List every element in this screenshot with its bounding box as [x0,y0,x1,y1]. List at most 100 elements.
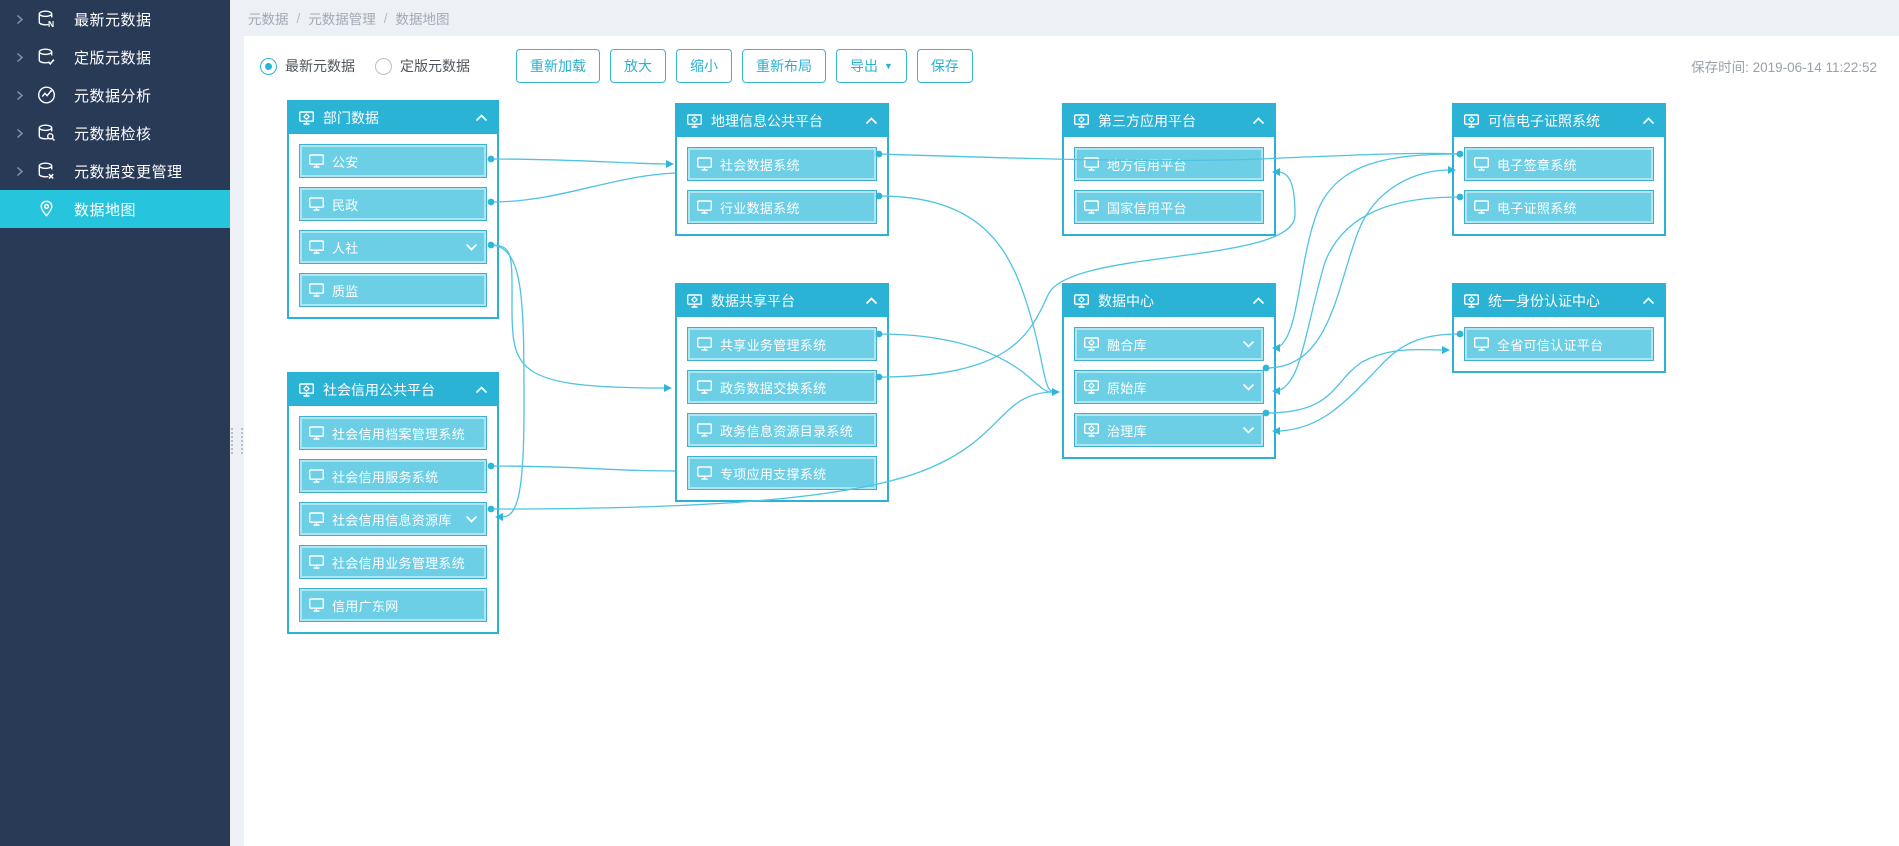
node-label: 社会信用服务系统 [332,469,439,485]
node-label: 电子证照系统 [1497,200,1577,216]
node-label: 专项应用支撑系统 [720,466,827,482]
breadcrumb-separator: / [296,10,301,26]
toolbar-buttons: 重新加载 放大 缩小 重新布局导出▼ 保存 [516,49,983,83]
button-label: 缩小 [690,58,718,74]
group-header-data-sharing-platform[interactable]: 数据共享平台 [677,285,887,317]
node-industry-data-system[interactable]: 行业数据系统 [687,190,877,224]
expand-chevron-down-icon[interactable] [465,515,478,523]
group-header-third-party-app-platform[interactable]: 第三方应用平台 [1064,105,1274,137]
node-quality-supervision[interactable]: 质监 [299,273,487,307]
expand-chevron-down-icon[interactable] [1242,383,1255,391]
group-title: 数据中心 [1098,293,1154,309]
collapse-chevron-up-icon[interactable] [865,297,878,305]
node-credit-business-system[interactable]: 社会信用业务管理系统 [299,545,487,579]
collapse-chevron-up-icon[interactable] [475,114,488,122]
sidebar-item-metadata-change-management[interactable]: 元数据变更管理 [0,152,230,190]
breadcrumb: 元数据/元数据管理/数据地图 [230,0,1899,36]
sidebar-item-label: 数据地图 [74,201,137,219]
node-label: 共享业务管理系统 [720,337,827,353]
node-e-license-system[interactable]: 电子证照系统 [1464,190,1654,224]
monitor-gear-icon [686,113,703,129]
radio-circle-icon [375,57,392,75]
collapse-chevron-up-icon[interactable] [475,386,488,394]
node-special-app-support-system[interactable]: 专项应用支撑系统 [687,456,877,490]
node-credit-archive-system[interactable]: 社会信用档案管理系统 [299,416,487,450]
export-button[interactable]: 导出▼ [836,49,907,83]
breadcrumb-item[interactable]: 元数据管理 [308,12,376,27]
node-label: 融合库 [1107,337,1147,353]
zoom-in-button[interactable]: 放大 [610,49,666,83]
sidebar-item-metadata-analysis[interactable]: 元数据分析 [0,76,230,114]
group-title: 统一身份认证中心 [1488,293,1600,309]
group-body: 电子签章系统电子证照系统 [1454,137,1664,234]
node-label: 民政 [332,197,359,213]
radio-label: 定版元数据 [400,58,470,74]
collapse-chevron-up-icon[interactable] [865,117,878,125]
node-govt-info-resource-catalog-system[interactable]: 政务信息资源目录系统 [687,413,877,447]
node-raw-db[interactable]: 原始库 [1074,370,1264,404]
node-label: 社会信用档案管理系统 [332,426,466,442]
node-national-credit-platform[interactable]: 国家信用平台 [1074,190,1264,224]
node-civil-affairs[interactable]: 民政 [299,187,487,221]
group-header-unified-identity-center[interactable]: 统一身份认证中心 [1454,285,1664,317]
expand-chevron-down-icon[interactable] [1242,426,1255,434]
zoom-out-button[interactable]: 缩小 [676,49,732,83]
save-button[interactable]: 保存 [916,49,973,83]
sidebar-resize-handle[interactable] [231,428,243,454]
radio-option[interactable]: 定版元数据 [375,56,470,76]
chevron-right-icon [16,128,30,139]
node-govt-data-exchange-system[interactable]: 政务数据交换系统 [687,370,877,404]
group-header-trusted-e-license-system[interactable]: 可信电子证照系统 [1454,105,1664,137]
monitor-icon [1083,199,1100,215]
breadcrumb-item[interactable]: 元数据 [248,12,289,27]
node-local-credit-platform[interactable]: 地方信用平台 [1074,147,1264,181]
monitor-gear-icon [1083,336,1100,352]
group-header-social-credit-platform[interactable]: 社会信用公共平台 [289,374,497,406]
node-label: 政务数据交换系统 [720,380,827,396]
sidebar-item-data-map[interactable]: 数据地图 [0,190,230,228]
group-social-credit-platform: 社会信用公共平台社会信用档案管理系统社会信用服务系统社会信用信息资源库社会信用业… [287,372,499,634]
sidebar-item-fixed-metadata[interactable]: 定版元数据 [0,38,230,76]
group-title: 数据共享平台 [711,293,795,309]
monitor-icon [1473,156,1490,172]
node-social-data-system[interactable]: 社会数据系统 [687,147,877,181]
button-label: 重新加载 [530,58,586,74]
collapse-chevron-up-icon[interactable] [1642,297,1655,305]
group-header-data-center[interactable]: 数据中心 [1064,285,1274,317]
monitor-icon [308,597,325,613]
sidebar-item-label: 元数据分析 [74,87,152,105]
monitor-icon [308,196,325,212]
node-sharing-business-system[interactable]: 共享业务管理系统 [687,327,877,361]
node-label: 电子签章系统 [1497,157,1577,173]
node-e-signature-system[interactable]: 电子签章系统 [1464,147,1654,181]
node-label: 治理库 [1107,423,1147,439]
relayout-button[interactable]: 重新布局 [742,49,826,83]
node-label: 行业数据系统 [720,200,800,216]
group-header-geo-info-platform[interactable]: 地理信息公共平台 [677,105,887,137]
monitor-icon [696,199,713,215]
node-governance-db[interactable]: 治理库 [1074,413,1264,447]
node-credit-guangdong-site[interactable]: 信用广东网 [299,588,487,622]
expand-chevron-down-icon[interactable] [1242,340,1255,348]
chevron-right-icon [16,14,30,25]
group-body: 共享业务管理系统政务数据交换系统政务信息资源目录系统专项应用支撑系统 [677,317,887,500]
collapse-chevron-up-icon[interactable] [1252,297,1265,305]
group-header-department-data[interactable]: 部门数据 [289,102,497,134]
collapse-chevron-up-icon[interactable] [1642,117,1655,125]
sidebar-item-metadata-audit[interactable]: 元数据检核 [0,114,230,152]
collapse-chevron-up-icon[interactable] [1252,117,1265,125]
node-credit-service-system[interactable]: 社会信用服务系统 [299,459,487,493]
node-provincial-trusted-auth-platform[interactable]: 全省可信认证平台 [1464,327,1654,361]
monitor-gear-icon [1463,293,1480,309]
node-credit-info-repository[interactable]: 社会信用信息资源库 [299,502,487,536]
button-label: 放大 [624,58,652,74]
reload-button[interactable]: 重新加载 [516,49,600,83]
node-public-security[interactable]: 公安 [299,144,487,178]
expand-chevron-down-icon[interactable] [465,243,478,251]
radio-selected[interactable]: 最新元数据 [260,56,355,76]
group-body: 全省可信认证平台 [1454,317,1664,371]
node-fusion-db[interactable]: 融合库 [1074,327,1264,361]
node-human-resources[interactable]: 人社 [299,230,487,264]
